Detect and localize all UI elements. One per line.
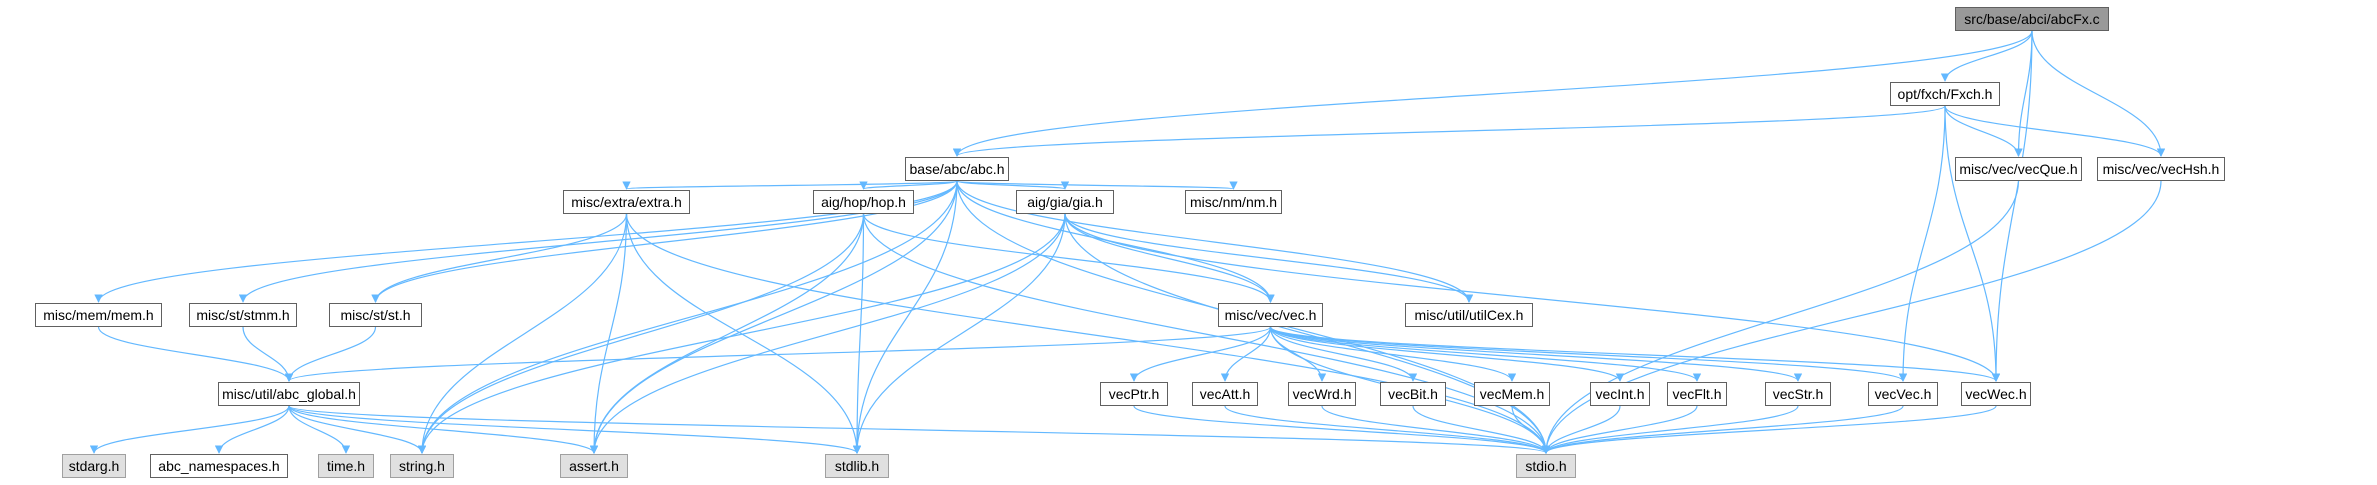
edge-hop-to-string [417,213,865,454]
node-string-h[interactable]: string.h [390,454,454,478]
edge-stmm-to-abc_global [242,326,294,382]
edge-hop-to-vec [862,213,1275,303]
node-vecvec-h[interactable]: vecVec.h [1868,382,1938,406]
edge-vecHsh-to-stdio [1541,180,2162,454]
edge-extra-to-stdio [625,213,1551,454]
edge-vec-to-vecMem [1269,326,1517,382]
edge-abc-to-hop [859,180,958,190]
edge-vecWec-to-stdio [1541,405,1997,454]
node-time-h[interactable]: time.h [318,454,374,478]
node-utilcex-h[interactable]: misc/util/utilCex.h [1405,303,1533,327]
node-vecint-h[interactable]: vecInt.h [1590,382,1650,406]
edge-hop-to-stdlib [852,213,865,454]
node-fxch-h[interactable]: opt/fxch/Fxch.h [1890,82,2000,106]
edge-vec-to-abc_global [285,326,1272,382]
edge-vecFlt-to-stdio [1541,405,1698,454]
edge-gia-to-vecWec [1064,213,2001,382]
edge-hop-to-assert [589,213,865,454]
node-vec-h[interactable]: misc/vec/vec.h [1218,303,1323,327]
edge-gia-to-stdlib [852,213,1066,454]
edge-vec-to-vecInt [1269,326,1625,382]
edge-abc_global-to-stdlib [288,405,861,454]
node-mem-h[interactable]: misc/mem/mem.h [35,303,162,327]
node-assert-h[interactable]: assert.h [560,454,628,478]
node-vecatt-h[interactable]: vecAtt.h [1192,382,1258,406]
edge-abcFx-to-vecWec [1991,30,2033,382]
node-vecwec-h[interactable]: vecWec.h [1961,382,2031,406]
node-vecflt-h[interactable]: vecFlt.h [1667,382,1727,406]
node-st-h[interactable]: misc/st/st.h [329,303,422,327]
edge-abc-to-nm [956,180,1238,190]
node-stdlib-h[interactable]: stdlib.h [825,454,889,478]
node-nm-h[interactable]: misc/nm/nm.h [1185,190,1282,214]
edge-vecVec-to-stdio [1541,405,1904,454]
edge-abc-to-string [417,180,958,454]
edge-gia-to-utilCex [1064,213,1474,303]
edge-mem-to-abc_global [97,326,294,382]
edge-abc-to-st [371,180,958,303]
edge-gia-to-stdio [1064,213,1551,454]
node-stdio-h[interactable]: stdio.h [1516,454,1576,478]
edge-Fxch-to-vecVec [1898,105,1946,382]
edge-abc_global-to-stdio [288,405,1550,454]
edge-abcFx-to-vecHsh [2031,30,2166,157]
edge-vecWrd-to-stdio [1321,405,1551,454]
edge-vecAtt-to-stdio [1224,405,1551,454]
node-vecstr-h[interactable]: vecStr.h [1765,382,1831,406]
node-abcfx-c[interactable]: src/base/abci/abcFx.c [1955,7,2109,31]
edge-Fxch-to-vecQue [1944,105,2023,157]
edge-extra-to-stdlib [625,213,862,454]
node-extra-h[interactable]: misc/extra/extra.h [563,190,690,214]
edge-vec-to-vecStr [1269,326,1803,382]
edge-extra-to-st [371,213,628,303]
edge-abc_global-to-stdarg [89,405,290,454]
node-stmm-h[interactable]: misc/st/stmm.h [189,303,297,327]
edge-abc_global-to-assert [288,405,599,454]
edge-extra-to-assert [589,213,628,454]
edge-Fxch-to-vecHsh [1944,105,2166,157]
edge-vecPtr-to-stdio [1133,405,1551,454]
edge-abc_global-to-time [288,405,351,454]
node-stdarg-h[interactable]: stdarg.h [62,454,126,478]
edge-abcFx-to-abc [952,30,2033,157]
edge-vecBit-to-stdio [1412,405,1551,454]
edge-extra-to-string [417,213,628,454]
node-abc-h[interactable]: base/abc/abc.h [905,157,1009,181]
edge-abc-to-assert [589,180,958,454]
edge-abc-to-utilCex [956,180,1474,303]
edge-vecStr-to-stdio [1541,405,1799,454]
edge-gia-to-assert [589,213,1066,454]
edge-vec-to-vecBit [1269,326,1418,382]
node-vecbit-h[interactable]: vecBit.h [1380,382,1446,406]
edge-abc_global-to-string [288,405,427,454]
edge-hop-to-stdio [862,213,1551,454]
node-hop-h[interactable]: aig/hop/hop.h [813,190,914,214]
node-abc-global-h[interactable]: misc/util/abc_global.h [218,382,360,406]
node-vecptr-h[interactable]: vecPtr.h [1100,382,1168,406]
edge-vecQue-to-stdio [1541,180,2020,454]
edge-vec-to-vecFlt [1269,326,1702,382]
edge-abc-to-stmm [238,180,958,303]
edge-abcFx-to-Fxch [1940,30,2033,82]
edge-vec-to-vecPtr [1129,326,1272,382]
node-vecmem-h[interactable]: vecMem.h [1474,382,1550,406]
node-vecque-h[interactable]: misc/vec/vecQue.h [1955,157,2082,181]
edge-Fxch-to-abc [953,105,1946,157]
edge-vec-to-vecWec [1269,326,2000,382]
edge-abc-to-gia [956,180,1069,190]
edge-vec-to-vecVec [1269,326,1907,382]
edge-vec-to-vecAtt [1220,326,1272,382]
node-vechsh-h[interactable]: misc/vec/vecHsh.h [2097,157,2225,181]
node-abc-namespaces-h[interactable]: abc_namespaces.h [150,454,288,478]
edge-abc-to-stdlib [852,180,958,454]
edge-abc-to-extra [623,180,958,190]
node-vecwrd-h[interactable]: vecWrd.h [1288,382,1356,406]
edge-abc_global-to-abc_namespaces [214,405,290,454]
edge-gia-to-vec [1064,213,1275,303]
node-gia-h[interactable]: aig/gia/gia.h [1016,190,1114,214]
edge-gia-to-string [417,213,1066,454]
